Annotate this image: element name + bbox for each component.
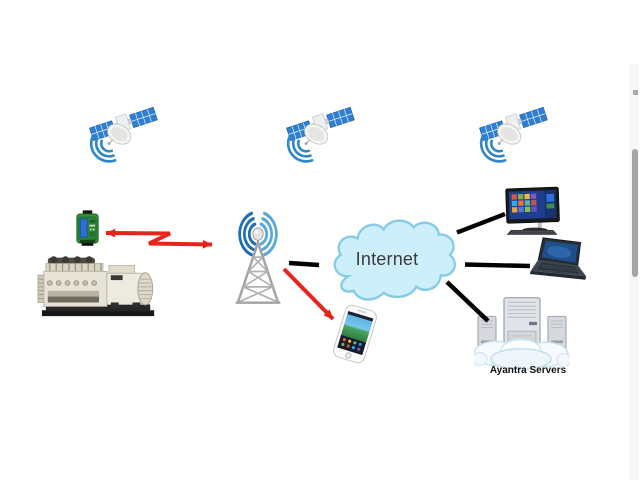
- cloud-laptop-line: [464, 262, 531, 269]
- generator-icon: [36, 246, 164, 320]
- tower-cloud-line: [288, 260, 320, 268]
- satellite-icon: [478, 97, 556, 165]
- ayantra-servers-label: Ayantra Servers: [489, 365, 567, 376]
- cloud-desktop-line: [456, 211, 506, 235]
- scrollbar-tick: [633, 90, 638, 95]
- satellite-icon: [88, 97, 166, 165]
- telemetry-device-icon: [75, 210, 100, 247]
- cell-tower-icon: [226, 211, 290, 307]
- internet-label: Internet: [355, 249, 419, 269]
- server-cloud-icon: [474, 294, 570, 372]
- laptop-icon: [528, 236, 590, 283]
- desktop-icon: [503, 186, 565, 236]
- internet-cloud: Internet: [322, 211, 464, 305]
- device-tower-arrow: [105, 228, 213, 249]
- scrollbar-thumb[interactable]: [632, 149, 638, 277]
- smartphone-icon: [338, 306, 372, 362]
- satellite-icon: [285, 97, 363, 165]
- cloud-icon: [333, 219, 456, 301]
